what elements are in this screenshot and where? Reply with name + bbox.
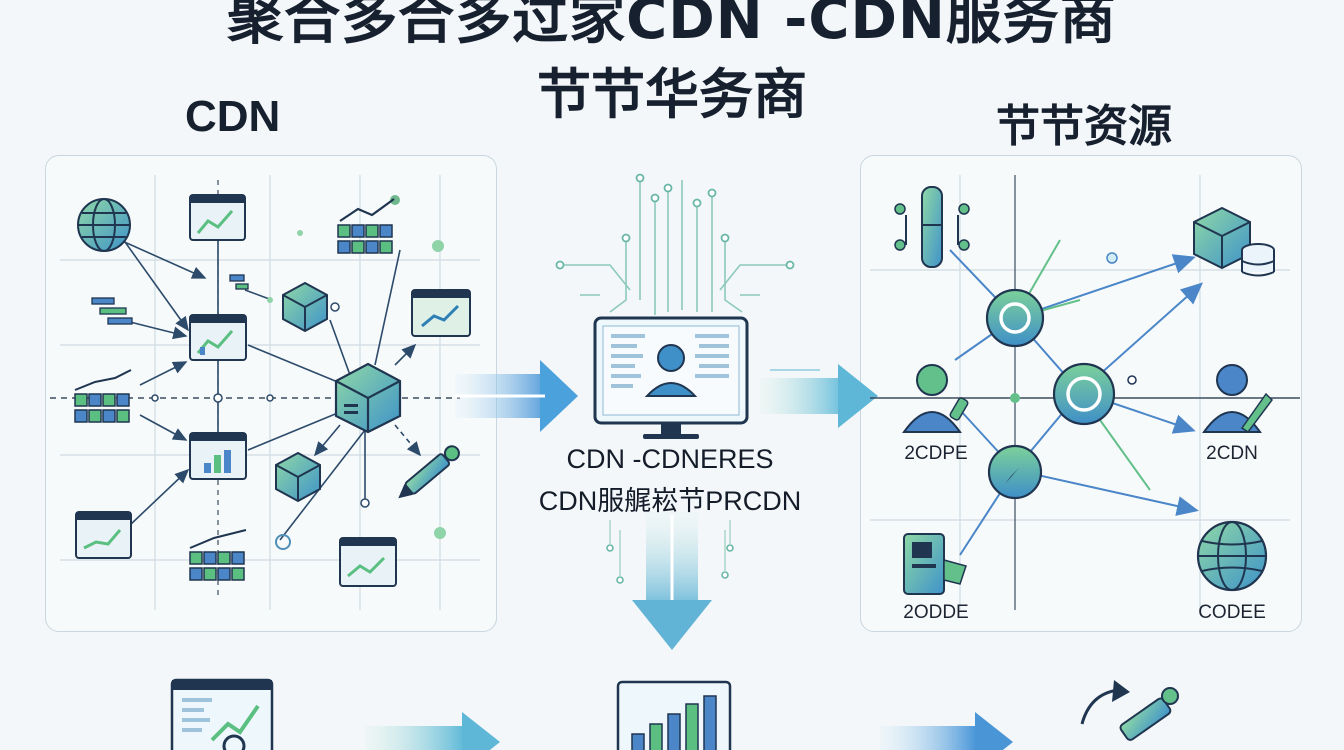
bottom-center-chart-icon <box>616 680 732 750</box>
right-hub-node-2 <box>1052 362 1116 426</box>
right-small-nodes <box>1010 252 1137 403</box>
left-window-icon-3 <box>189 432 247 480</box>
left-window-icon-1 <box>189 194 246 241</box>
left-connectors <box>119 234 422 541</box>
left-cube-icon-1 <box>282 281 328 333</box>
left-grid-lines <box>60 175 480 610</box>
node-label-2cdn: 2CDN <box>1206 443 1258 464</box>
left-green-dots <box>267 195 446 550</box>
right-user-icon <box>902 364 969 433</box>
bottom-arrow-2 <box>880 712 1013 750</box>
left-bar-chart-icon-2 <box>337 198 395 254</box>
left-cube-icon-main <box>334 362 402 434</box>
left-window-icon-4 <box>75 511 132 559</box>
main-title: 聚合多合多过家CDN -CDN服务商 <box>227 0 1117 52</box>
node-label-2odde: 2ODDE <box>903 602 969 623</box>
arrow-left-to-center <box>455 360 578 432</box>
left-panel-heading: CDN <box>185 92 281 141</box>
left-bar-chart-icon-3 <box>189 529 247 581</box>
left-pen-icon <box>398 445 460 499</box>
center-monitor-icon <box>593 316 749 439</box>
right-globe-icon <box>1196 520 1268 592</box>
sub-title: 节节华务商 <box>537 63 807 126</box>
right-plug-icon <box>894 186 970 268</box>
right-device-icon <box>903 533 967 595</box>
center-label-line1: CDN -CDNERES <box>566 444 774 474</box>
left-cube-icon-2 <box>275 451 321 503</box>
center-circuit-lines <box>560 180 790 315</box>
right-compass-node <box>987 444 1043 500</box>
right-user-edit-icon <box>1202 364 1273 434</box>
left-tag-icons <box>91 274 249 325</box>
center-label-line2: CDN服艉崧节PRCDN <box>538 486 802 516</box>
bottom-left-window-icon <box>170 678 274 750</box>
center-vertical-dots <box>606 544 734 584</box>
node-label-codee: CODEE <box>1198 602 1266 623</box>
right-hub-node-1 <box>985 288 1045 348</box>
left-bar-chart-icon-1 <box>74 369 132 423</box>
node-label-2cdpe: 2CDPE <box>904 443 968 464</box>
left-window-icon-6 <box>339 537 397 587</box>
bottom-right-tool-icon <box>1080 680 1179 741</box>
right-panel-heading: 节节资源 <box>996 101 1172 152</box>
left-globe-icon <box>77 198 131 252</box>
arrow-center-to-right <box>760 364 878 428</box>
right-cube-database-icon <box>1193 206 1275 277</box>
left-window-icon-2 <box>189 314 247 361</box>
left-window-icon-5 <box>411 289 471 337</box>
left-small-nodes <box>151 302 370 508</box>
bottom-arrow-1 <box>365 712 500 750</box>
center-circuit-dots <box>555 173 795 270</box>
arrow-center-down <box>632 512 712 650</box>
